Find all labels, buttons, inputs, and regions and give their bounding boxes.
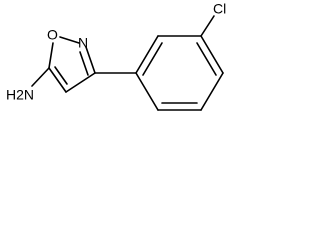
bond-ph6-ph1 <box>135 72 159 111</box>
bond-c5-o1 <box>48 42 54 69</box>
bond-c4-c5-double <box>54 66 68 85</box>
bond-o1-n2 <box>59 36 80 44</box>
atom-label-chlorine: Cl <box>213 1 226 17</box>
bond-ph3-ph4-double <box>196 42 217 76</box>
bond-c3-c4 <box>65 72 96 93</box>
bond-ph1-ph2 <box>135 35 159 74</box>
structure-diagram: O N Cl H2N <box>6 1 226 111</box>
bond-ph4-ph5 <box>200 72 224 111</box>
atom-label-amine: H2N <box>6 87 34 103</box>
bond-c4-c5 <box>48 67 67 93</box>
bond-c5-nh2 <box>31 67 50 87</box>
bond-ph1-ph2-double <box>142 42 163 76</box>
atom-label-oxygen: O <box>47 27 58 43</box>
bond-ph3-cl <box>200 15 215 37</box>
bond-n2-c3 <box>85 46 96 74</box>
bond-ph3-ph4 <box>200 35 224 74</box>
atom-label-nitrogen: N <box>78 35 88 51</box>
bond-n2-c3-double <box>79 51 89 76</box>
